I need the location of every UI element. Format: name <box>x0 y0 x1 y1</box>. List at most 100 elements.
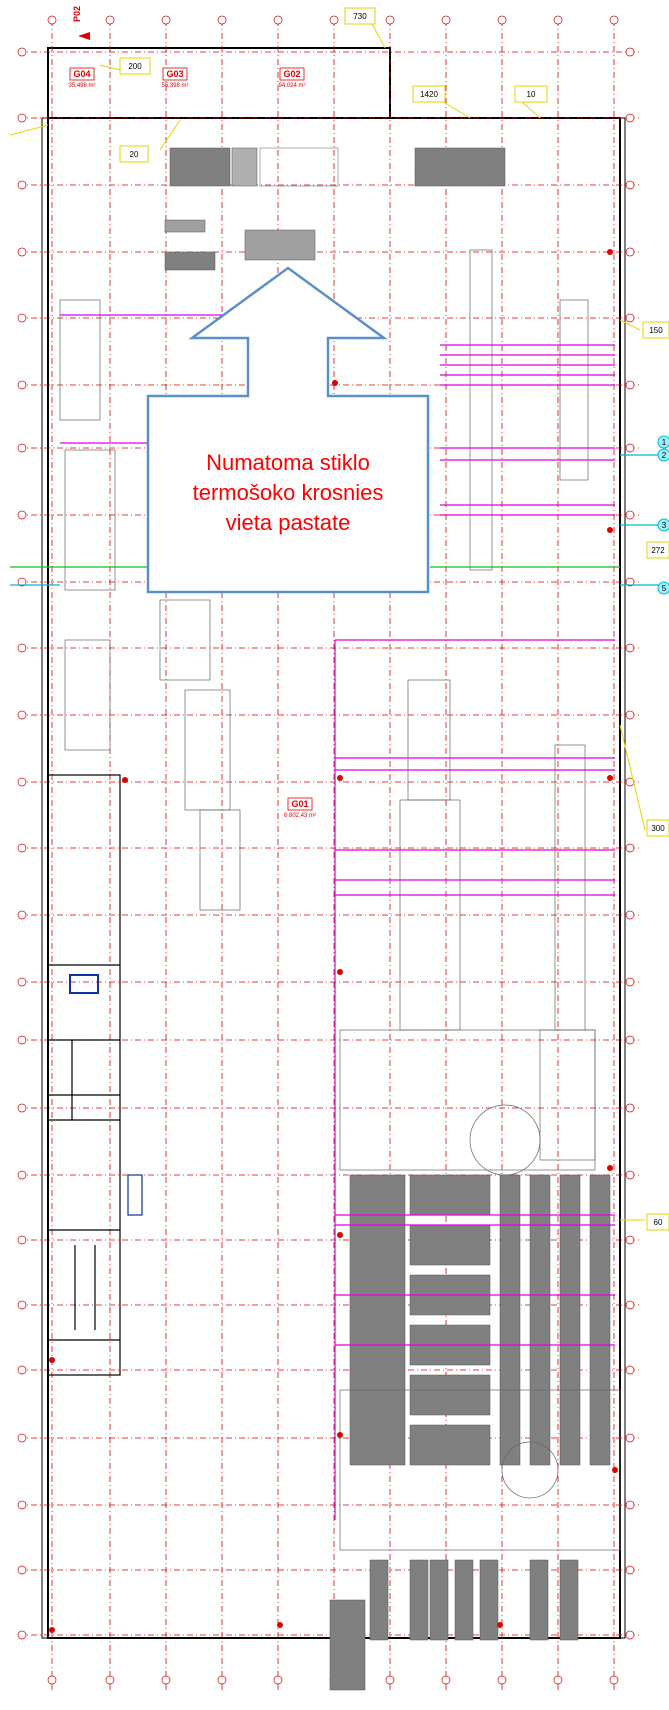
grid-bubble <box>273 15 283 25</box>
grid-bubble <box>497 15 507 25</box>
svg-text:2: 2 <box>662 451 667 460</box>
grid-bubbles <box>17 15 635 1685</box>
grid-bubble <box>329 15 339 25</box>
grid-bubble <box>609 1675 619 1685</box>
callout-arrow: Numatoma stiklo termošoko krosnies vieta… <box>146 266 430 594</box>
grid-label-p02: P02 <box>72 6 82 22</box>
grid-bubble <box>625 180 635 190</box>
callout-line-1: Numatoma stiklo <box>206 450 370 475</box>
grid-bubble <box>47 15 57 25</box>
grid-bubble <box>161 15 171 25</box>
room-area-g02: 94,024 m² <box>278 83 305 89</box>
svg-text:20: 20 <box>130 150 139 159</box>
grid-bubble <box>625 710 635 720</box>
grid-bubble <box>625 1630 635 1640</box>
grid-marker-icon <box>78 32 90 40</box>
grid-bubble <box>17 777 27 787</box>
grid-bubble <box>625 1300 635 1310</box>
red-marker-dot <box>497 1622 503 1628</box>
tag-730: 730 <box>344 7 376 25</box>
grid-bubble <box>217 15 227 25</box>
grid-bubble <box>385 15 395 25</box>
red-marker-dot <box>277 1622 283 1628</box>
grid-bubble <box>161 1675 171 1685</box>
grid-bubble <box>17 1433 27 1443</box>
grid-bubble <box>553 1675 563 1685</box>
equipment-outlines <box>59 249 621 1551</box>
callout-arrow-shape <box>146 266 430 594</box>
grid-bubble <box>385 1675 395 1685</box>
grid-bubble <box>17 1035 27 1045</box>
grid-bubble <box>553 15 563 25</box>
svg-text:1420: 1420 <box>420 90 438 99</box>
room-area-g01: 6 802,43 m² <box>284 813 316 819</box>
room-area-g04: 35,498 m² <box>68 83 95 89</box>
room-g04: G04 35,498 m² <box>68 67 96 89</box>
edge-bubble-2: 2 <box>657 448 669 462</box>
grid-bubble <box>105 15 115 25</box>
grid-bubble <box>625 113 635 123</box>
grid-bubble <box>625 247 635 257</box>
grid-bubble <box>625 1235 635 1245</box>
edge-bubble-1: 1 <box>657 435 669 449</box>
svg-text:60: 60 <box>654 1218 663 1227</box>
grid-bubble <box>17 1300 27 1310</box>
grid-bubble <box>625 910 635 920</box>
grid-bubble <box>625 1500 635 1510</box>
leader-lines <box>9 19 646 1221</box>
svg-text:150: 150 <box>649 326 663 335</box>
edge-bubble-5: 5 <box>657 581 669 595</box>
callout-line-2: termošoko krosnies <box>193 480 384 505</box>
grid-bubble <box>17 510 27 520</box>
room-code-g04: G04 <box>73 69 90 79</box>
grid-bubble <box>609 15 619 25</box>
red-marker-dot <box>49 1627 55 1633</box>
red-marker-dot <box>607 527 613 533</box>
grid-bubble <box>17 247 27 257</box>
grid-bubble <box>17 113 27 123</box>
grid-bubble <box>17 380 27 390</box>
grid-bubble <box>625 977 635 987</box>
grid-bubble <box>625 313 635 323</box>
edge-bubbles: 1 2 3 5 <box>657 435 669 595</box>
red-marker-dot <box>49 1357 55 1363</box>
tag-1420: 1420 <box>412 85 446 103</box>
room-code-g01: G01 <box>291 799 308 809</box>
svg-text:200: 200 <box>128 62 142 71</box>
red-marker-dot <box>607 249 613 255</box>
grid-bubble <box>625 1035 635 1045</box>
grid-bubble <box>17 643 27 653</box>
grid-bubble <box>17 1500 27 1510</box>
tag-200: 200 <box>119 57 151 75</box>
office-rooms <box>47 774 143 1376</box>
red-marker-dot <box>337 969 343 975</box>
grid-bubble <box>217 1675 227 1685</box>
svg-text:730: 730 <box>353 12 367 21</box>
grid-bubble <box>625 1365 635 1375</box>
grid-bubble <box>625 1565 635 1575</box>
grid-bubble <box>17 977 27 987</box>
grid-bubble <box>17 910 27 920</box>
magenta-utility-lines <box>60 314 615 1520</box>
room-labels: G04 35,498 m² G03 55,398 m² G02 94,024 m… <box>68 67 316 819</box>
grid-bubble <box>17 313 27 323</box>
grid-bubble <box>625 577 635 587</box>
grid-bubble <box>625 643 635 653</box>
svg-text:10: 10 <box>527 90 536 99</box>
grid-bubble <box>17 1235 27 1245</box>
svg-text:3: 3 <box>662 521 667 530</box>
dimension-tags: 730 200 1420 10 20 150 272 300 <box>119 7 669 1231</box>
room-code-g02: G02 <box>283 69 300 79</box>
tag-300: 300 <box>646 819 669 837</box>
grid-bubble <box>625 47 635 57</box>
green-cyan-lines <box>10 454 660 586</box>
tag-272: 272 <box>646 541 669 559</box>
grid-bubble <box>441 15 451 25</box>
red-marker-dots <box>49 249 618 1633</box>
grid-bubble <box>17 443 27 453</box>
red-marker-dot <box>612 1467 618 1473</box>
grid-bubble <box>17 180 27 190</box>
grid-bubble <box>105 1675 115 1685</box>
grid-bubble <box>441 1675 451 1685</box>
svg-text:1: 1 <box>662 438 667 447</box>
